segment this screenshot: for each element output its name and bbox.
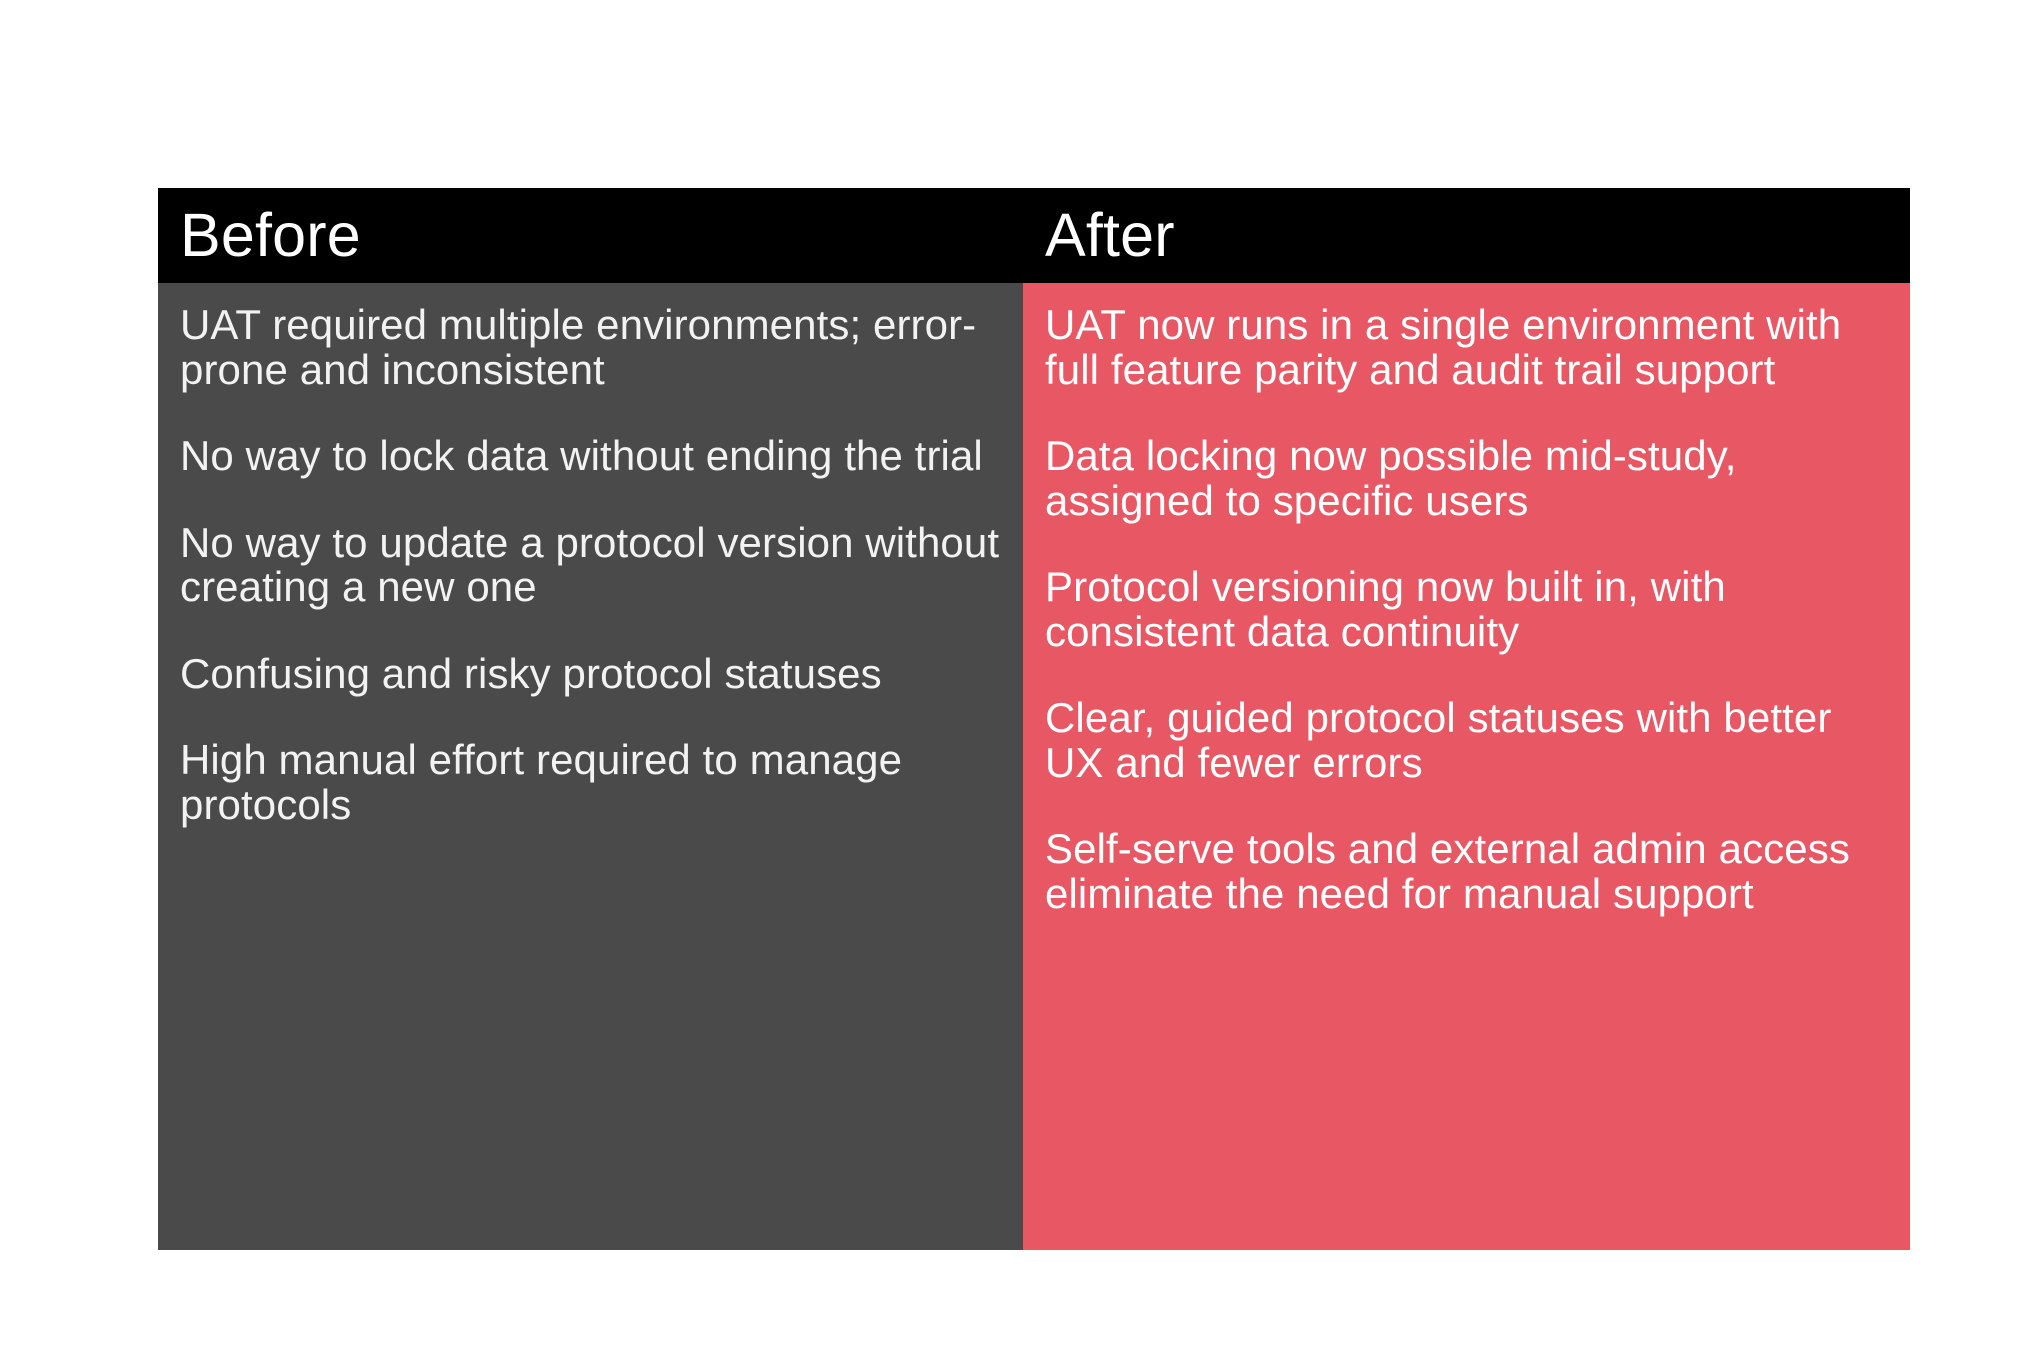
before-item-1: UAT required multiple environments; erro… — [180, 301, 977, 393]
after-item-5: Self-serve tools and external admin acce… — [1045, 825, 1850, 917]
table-body-cell-before: UAT required multiple environments; erro… — [158, 283, 1023, 1250]
column-header-before: Before — [180, 201, 361, 269]
column-header-after: After — [1045, 201, 1175, 269]
table-header-cell-before: Before — [158, 188, 1023, 283]
after-item-3: Protocol versioning now built in, with c… — [1045, 563, 1726, 655]
table-header-cell-after: After — [1023, 188, 1910, 283]
after-item-2: Data locking now possible mid-study, ass… — [1045, 432, 1737, 524]
before-item-5: High manual effort required to manage pr… — [180, 736, 903, 828]
before-item-2: No way to lock data without ending the t… — [180, 432, 983, 480]
after-item-4: Clear, guided protocol statuses with bet… — [1045, 694, 1832, 786]
after-item-1: UAT now runs in a single environment wit… — [1045, 301, 1842, 393]
table-body-cell-after: UAT now runs in a single environment wit… — [1023, 283, 1910, 1250]
before-after-comparison-table: Before After UAT required multiple envir… — [158, 188, 1910, 1250]
before-item-3: No way to update a protocol version with… — [180, 518, 1000, 611]
before-item-4: Confusing and risky protocol statuses — [180, 649, 882, 697]
